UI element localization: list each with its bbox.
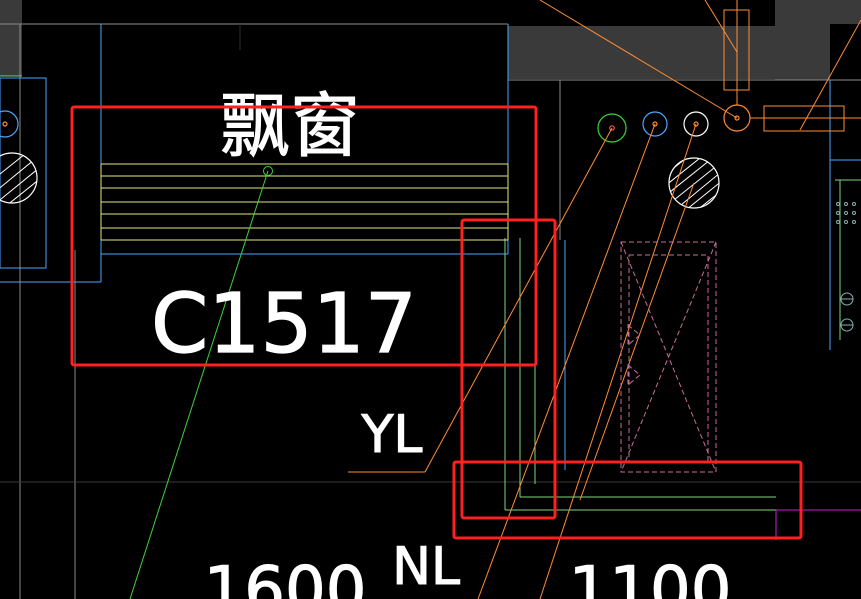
- dimension-left: 1600: [204, 554, 367, 599]
- green-lines: [0, 75, 861, 511]
- highlight-vertical-pipe-box: [460, 218, 557, 520]
- pipe-label-nl: NL: [392, 537, 460, 597]
- window-code: C1517: [151, 277, 417, 372]
- hatched-left-section: [0, 152, 38, 204]
- pipe-label-yl: YL: [361, 405, 423, 465]
- highlight-horizontal-pipe-box: [452, 460, 803, 540]
- window-label: 飘窗: [220, 85, 360, 167]
- structure-lines: [0, 23, 861, 599]
- wall-blocks: [0, 0, 861, 80]
- orange-pipes: [348, 0, 861, 599]
- pipe-circles: [0, 104, 751, 143]
- highlight-window-box: [70, 105, 538, 367]
- green-leader: [129, 166, 273, 599]
- dimension-right: 1100: [569, 554, 732, 599]
- right-fixture: [836, 202, 856, 332]
- magenta-lines: [775, 509, 861, 540]
- window-lines: [100, 163, 509, 241]
